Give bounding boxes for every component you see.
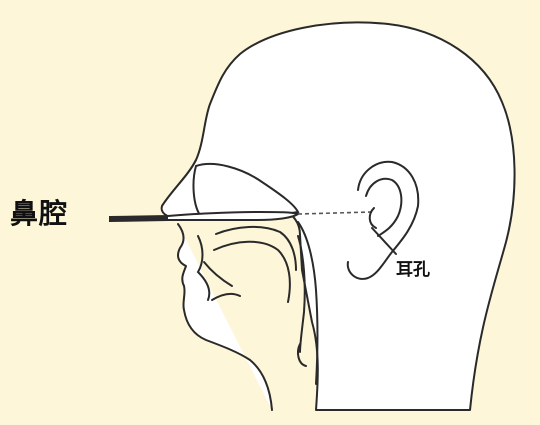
swab-shaft bbox=[110, 218, 168, 219]
soft-palate bbox=[216, 227, 296, 270]
lips-chin bbox=[178, 224, 272, 410]
lower-jaw-line bbox=[212, 294, 240, 300]
nasal-cavity-label: 鼻腔 bbox=[10, 192, 68, 232]
tongue bbox=[214, 242, 290, 302]
mouth-curve bbox=[204, 262, 232, 286]
ear-hole-label: 耳孔 bbox=[396, 255, 430, 280]
epiglottis bbox=[298, 344, 306, 366]
